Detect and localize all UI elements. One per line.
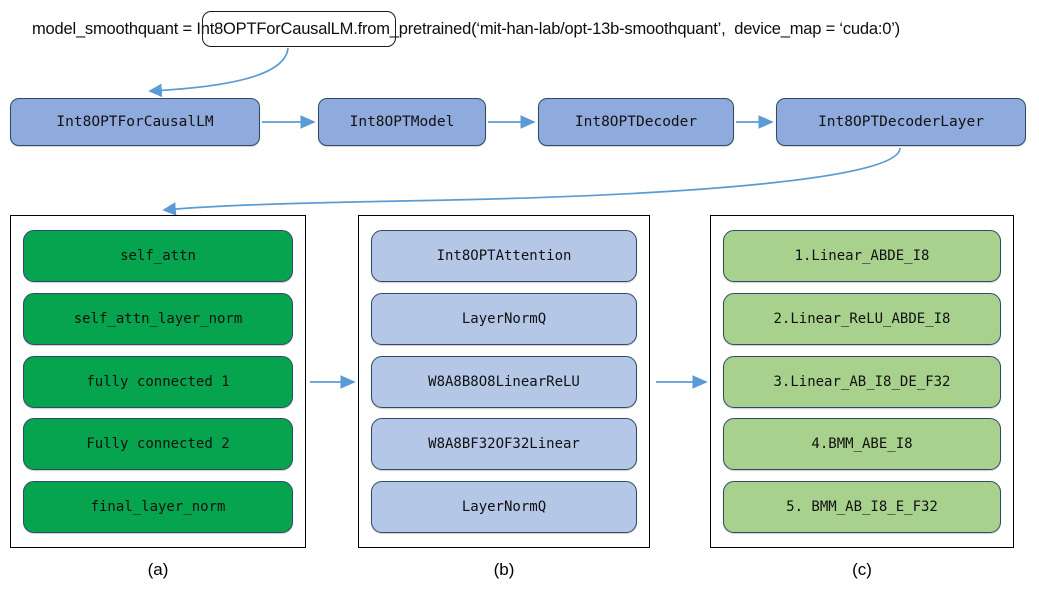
panel-b: Int8OPTAttention LayerNormQ W8A8B8O8Line… — [358, 215, 650, 548]
pipeline-node-int8optdecoderlayer[interactable]: Int8OPTDecoderLayer — [776, 98, 1026, 146]
panel-c-item-2[interactable]: 2.Linear_ReLU_ABDE_I8 — [723, 292, 1001, 345]
panel-c-item-1[interactable]: 1.Linear_ABDE_I8 — [723, 230, 1001, 282]
panel-a-item-1[interactable]: self_attn — [23, 230, 293, 282]
panel-a-item-3[interactable]: fully connected 1 — [23, 355, 293, 408]
curve-code-to-causallm — [148, 47, 289, 98]
panel-c-item-3[interactable]: 3.Linear_AB_I8_DE_F32 — [723, 355, 1001, 408]
code-highlight-box — [202, 11, 396, 47]
panel-a-item-4[interactable]: Fully connected 2 — [23, 418, 293, 471]
curve-decoderlayer-to-panel-a — [162, 147, 901, 216]
panel-b-item-2[interactable]: LayerNormQ — [371, 292, 637, 345]
panel-c: 1.Linear_ABDE_I8 2.Linear_ReLU_ABDE_I8 3… — [710, 215, 1014, 548]
panel-b-item-5[interactable]: LayerNormQ — [371, 481, 637, 533]
pipeline-node-int8optmodel[interactable]: Int8OPTModel — [318, 98, 486, 146]
panel-b-item-3[interactable]: W8A8B8O8LinearReLU — [371, 355, 637, 408]
panel-b-item-4[interactable]: W8A8BF32OF32Linear — [371, 418, 637, 471]
code-highlighted-class: Int8OPTForCausalLM.f — [196, 19, 362, 38]
code-line: model_smoothquant = Int8OPTForCausalLM.f… — [32, 14, 900, 44]
panel-b-item-1[interactable]: Int8OPTAttention — [371, 230, 637, 282]
panel-c-caption: (c) — [852, 560, 872, 579]
panel-a-item-2[interactable]: self_attn_layer_norm — [23, 292, 293, 345]
panel-c-item-5[interactable]: 5. BMM_AB_I8_E_F32 — [723, 481, 1001, 533]
code-suffix: rom_pretrained(‘mit-han-lab/opt-13b-smoo… — [361, 19, 900, 38]
pipeline-node-int8optforcausallm[interactable]: Int8OPTForCausalLM — [10, 98, 260, 146]
panel-a: self_attn self_attn_layer_norm fully con… — [10, 215, 306, 548]
panel-a-caption: (a) — [147, 560, 169, 579]
pipeline-node-int8optdecoder[interactable]: Int8OPTDecoder — [538, 98, 734, 146]
panel-a-item-5[interactable]: final_layer_norm — [23, 481, 293, 533]
panel-b-caption: (b) — [493, 560, 515, 579]
panel-c-item-4[interactable]: 4.BMM_ABE_I8 — [723, 418, 1001, 471]
code-prefix: model_smoothquant = — [32, 19, 197, 38]
